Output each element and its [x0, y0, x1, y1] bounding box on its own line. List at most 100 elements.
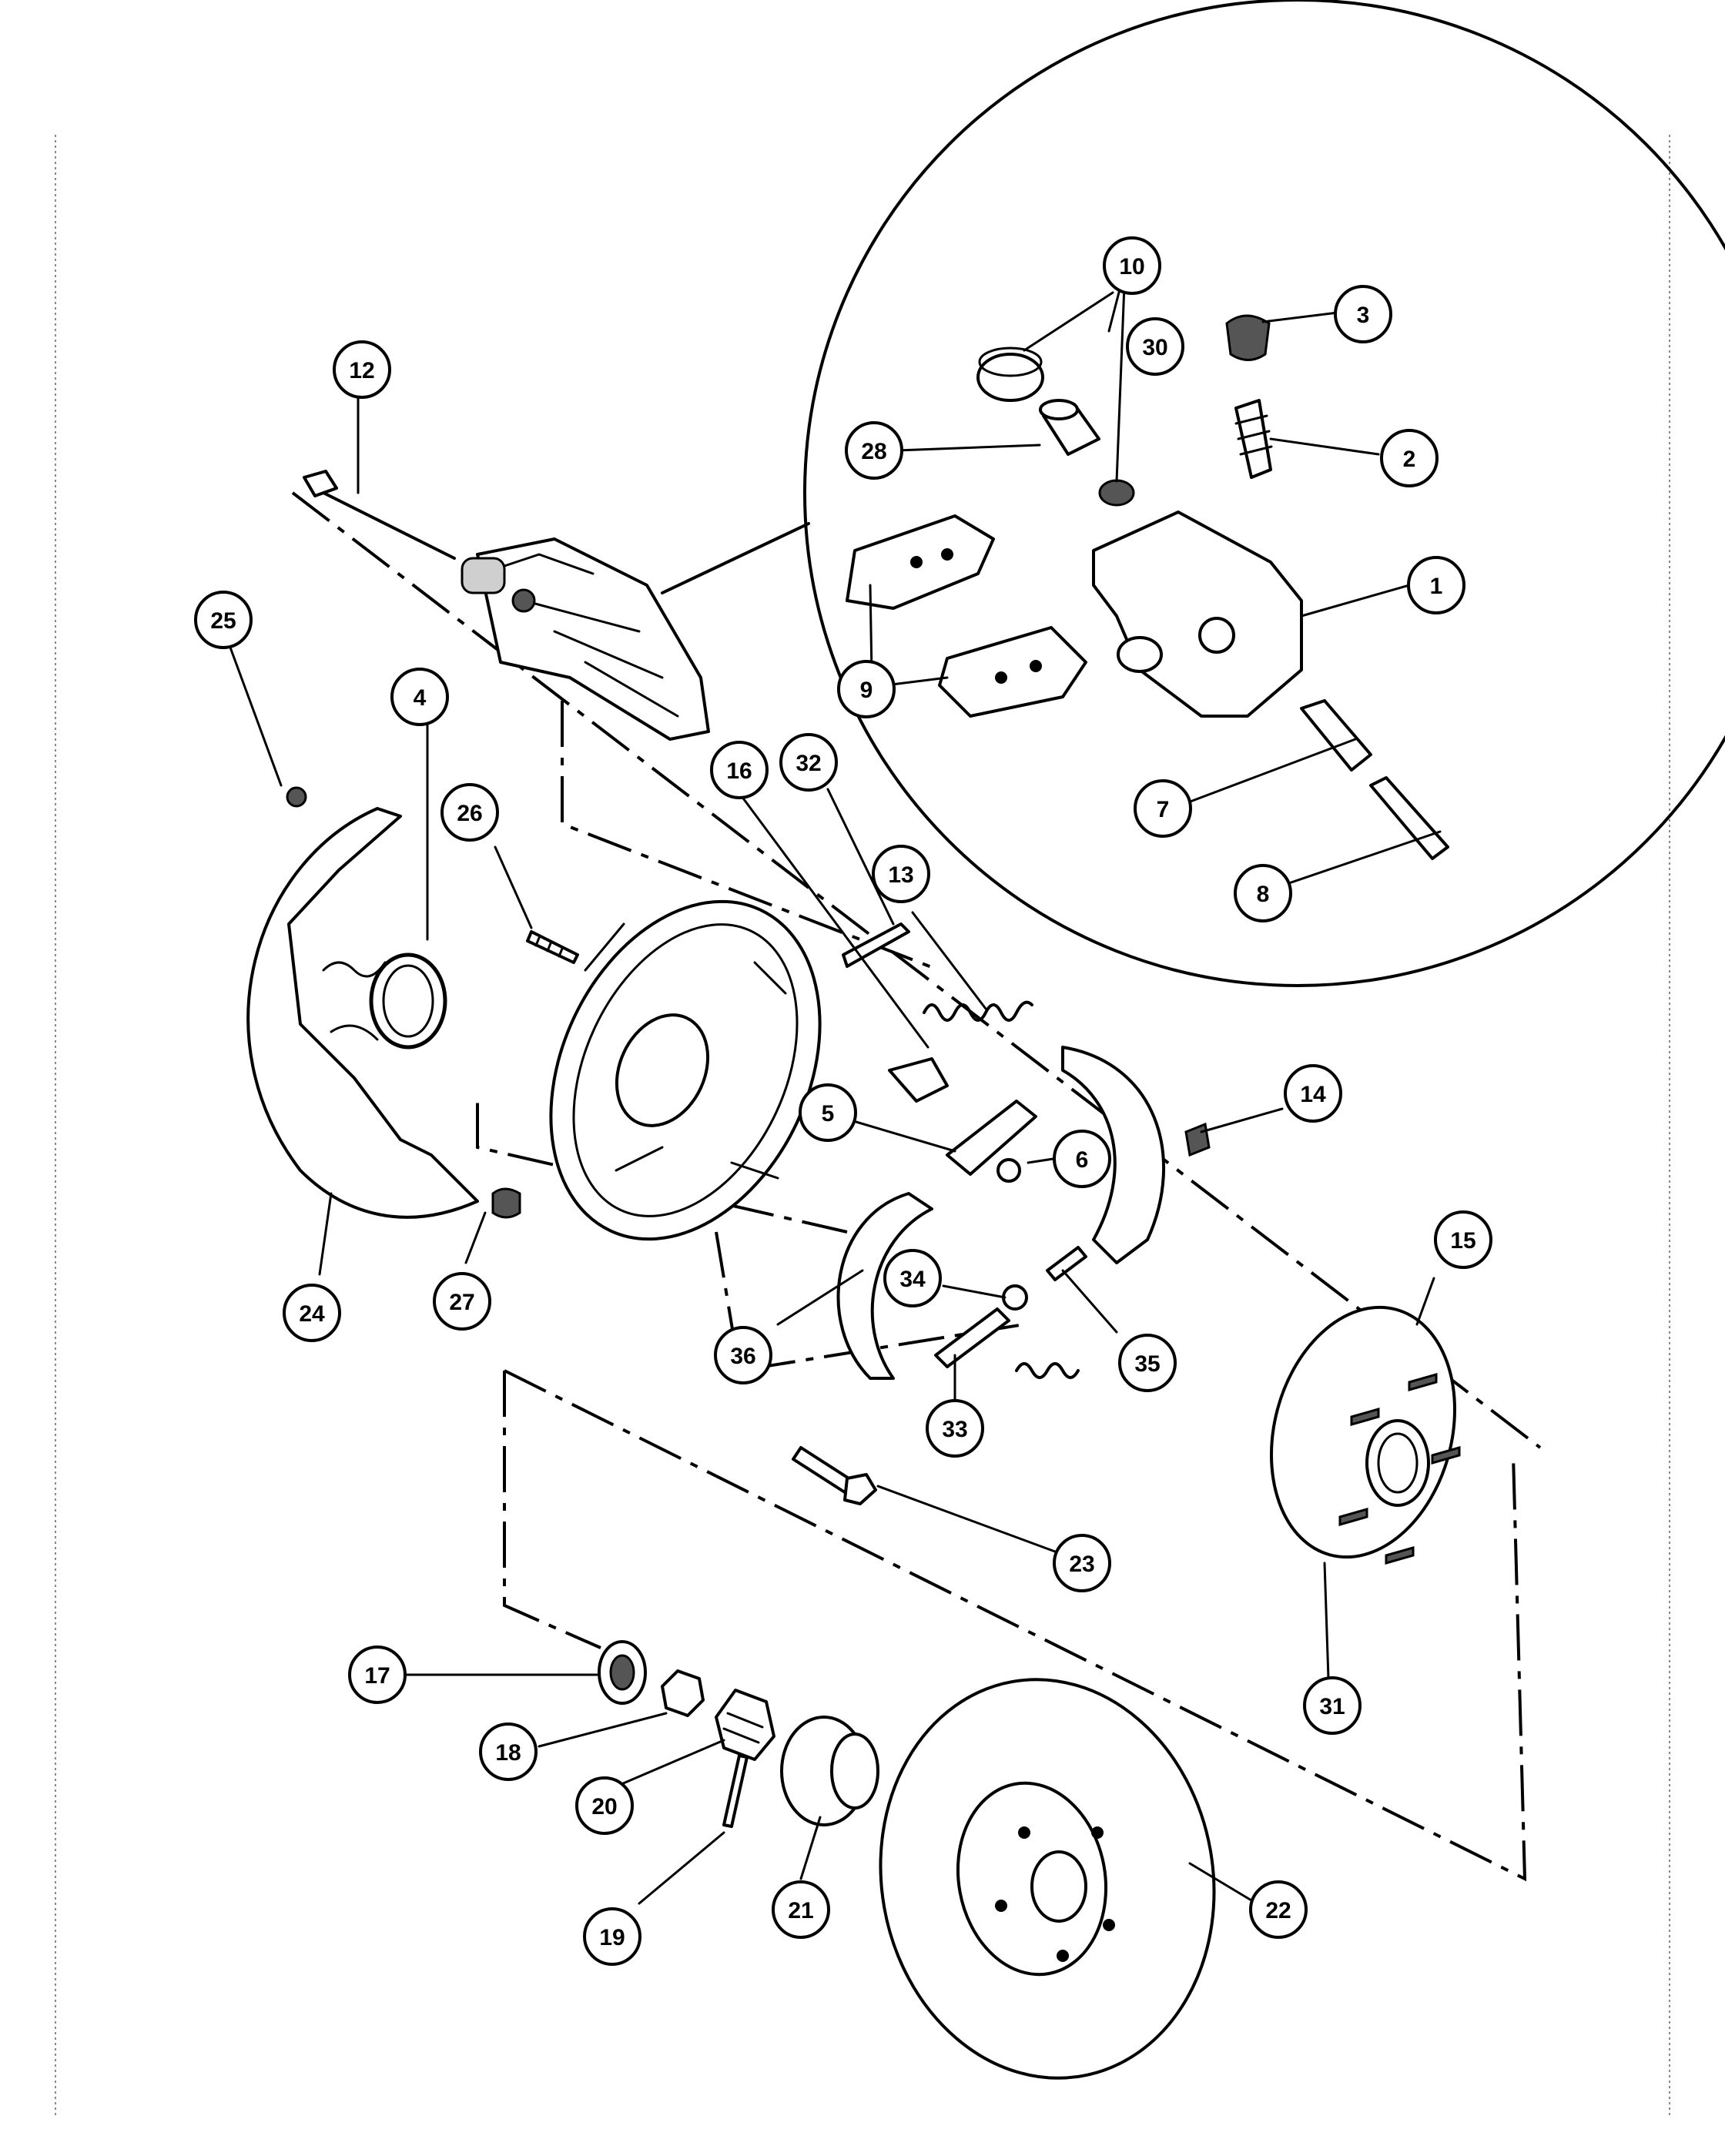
callout-25: 25: [194, 591, 253, 649]
callout-circle: [1126, 317, 1184, 376]
callout-27: 27: [433, 1272, 491, 1331]
callout-22: 22: [1249, 1880, 1308, 1939]
callout-9: 9: [837, 660, 896, 718]
callout-4: 4: [390, 668, 449, 726]
callout-circle: [772, 1880, 830, 1939]
callout-number: 21: [788, 1898, 813, 1923]
callout-16: 16: [710, 741, 769, 799]
callout-circle: [479, 1722, 538, 1781]
hub: [1269, 1305, 1461, 1565]
callout-circle: [440, 783, 499, 842]
callout-number: 26: [457, 801, 482, 826]
callout-32: 32: [779, 733, 838, 792]
callout-number: 15: [1450, 1228, 1475, 1254]
callout-number: 33: [942, 1417, 967, 1442]
callout-2: 2: [1380, 429, 1439, 487]
callout-circle: [1103, 236, 1161, 295]
callout-circle: [348, 1645, 407, 1704]
callout-number: 9: [860, 678, 873, 703]
bolt-23: [792, 1446, 877, 1505]
callout-35: 35: [1118, 1334, 1177, 1392]
callout-number: 24: [299, 1301, 325, 1327]
callout-circle: [1053, 1534, 1111, 1592]
callout-19: 19: [583, 1907, 641, 1966]
shoe-hardware: [842, 922, 1037, 1183]
callout-17: 17: [348, 1645, 407, 1704]
callout-20: 20: [575, 1776, 634, 1835]
caliper-assembly: [303, 470, 710, 741]
callout-21: 21: [772, 1880, 830, 1939]
callout-circle: [1380, 429, 1439, 487]
callout-1: 1: [1407, 556, 1465, 614]
callout-36: 36: [714, 1326, 772, 1384]
callout-6: 6: [1053, 1130, 1111, 1188]
callout-circle: [1434, 1210, 1492, 1269]
callout-number: 5: [822, 1101, 835, 1127]
callout-circle: [1334, 285, 1392, 343]
dust-shield: [246, 786, 479, 1219]
callout-30: 30: [1126, 317, 1184, 376]
callout-circle: [926, 1399, 984, 1458]
callout-circle: [799, 1083, 857, 1142]
callout-circle: [1303, 1676, 1362, 1735]
callout-number: 4: [414, 685, 427, 711]
callout-number: 3: [1357, 303, 1370, 328]
callout-circle: [433, 1272, 491, 1331]
bearing-stack: [598, 1640, 879, 1828]
callout-26: 26: [440, 783, 499, 842]
callout-14: 14: [1284, 1064, 1342, 1123]
callout-number: 7: [1157, 797, 1170, 822]
callout-circle: [575, 1776, 634, 1835]
detail-pointer-line: [661, 522, 810, 594]
callout-number: 18: [495, 1740, 521, 1766]
callout-number: 27: [449, 1290, 474, 1315]
callout-31: 31: [1303, 1676, 1362, 1735]
callout-number: 12: [349, 358, 374, 383]
callout-circle: [283, 1284, 341, 1342]
callout-7: 7: [1134, 779, 1192, 838]
callout-circle: [583, 1907, 641, 1966]
adjuster-parts: [934, 1246, 1087, 1379]
callout-circle: [779, 733, 838, 792]
callout-circle: [1053, 1130, 1111, 1188]
callout-circle: [390, 668, 449, 726]
callout-circle: [872, 845, 930, 903]
seal: [369, 952, 447, 1050]
callout-13: 13: [872, 845, 930, 903]
callout-number: 23: [1069, 1552, 1094, 1577]
centerlines: [291, 491, 1542, 1882]
callout-circle: [1234, 864, 1292, 922]
callout-number: 13: [888, 862, 913, 888]
callout-circle: [1134, 779, 1192, 838]
callout-circle: [333, 340, 391, 399]
brake-shoe-left: [836, 1192, 933, 1380]
callout-number: 17: [364, 1663, 390, 1689]
brake-shoe-right: [1061, 1046, 1211, 1264]
callout-circle: [837, 660, 896, 718]
callout-circle: [710, 741, 769, 799]
callout-circle: [1249, 1880, 1308, 1939]
callout-number: 30: [1142, 335, 1167, 360]
detail-circle: [803, 0, 1725, 987]
callout-number: 25: [210, 608, 236, 634]
callout-number: 36: [730, 1344, 755, 1369]
callout-24: 24: [283, 1284, 341, 1342]
callout-circle: [714, 1326, 772, 1384]
leader-lines: [226, 283, 1442, 1905]
callout-circle: [194, 591, 253, 649]
callout-28: 28: [845, 421, 903, 480]
callout-15: 15: [1434, 1210, 1492, 1269]
callout-number: 22: [1265, 1898, 1291, 1923]
callout-number: 6: [1076, 1147, 1089, 1173]
callout-circle: [1407, 556, 1465, 614]
callout-number: 14: [1300, 1082, 1326, 1107]
callout-number: 31: [1319, 1694, 1345, 1719]
callout-number: 16: [726, 758, 752, 784]
callout-number: 2: [1403, 447, 1416, 472]
callout-23: 23: [1053, 1534, 1111, 1592]
callout-number: 34: [899, 1267, 926, 1292]
callout-10: 10: [1103, 236, 1161, 295]
